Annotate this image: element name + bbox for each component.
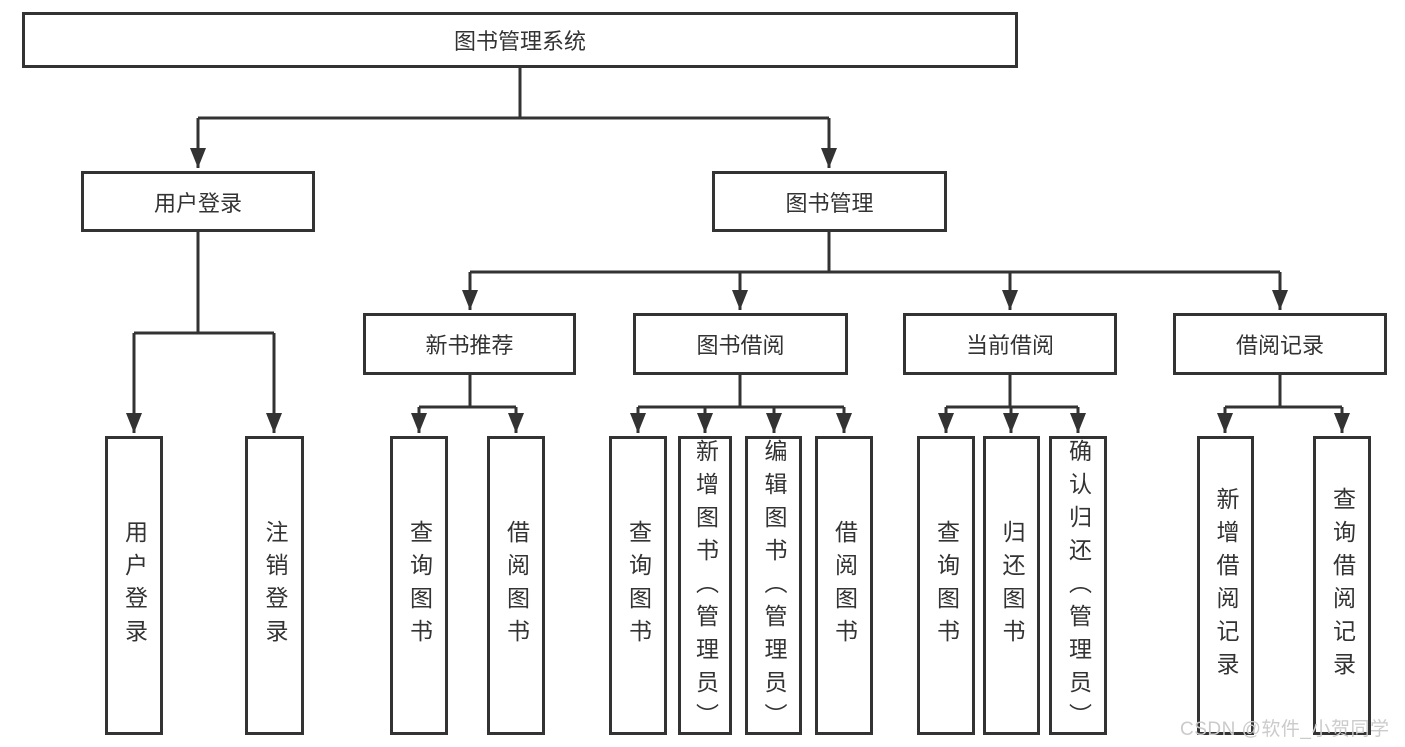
- connector-user-login-to-leaves: [134, 232, 274, 335]
- leaf-logout-label: 注销登录: [262, 519, 288, 652]
- leaf-nb-borrow-books: 借阅图书: [487, 436, 545, 735]
- node-root-label: 图书管理系统: [453, 29, 586, 54]
- node-current-borrow-label: 当前借阅: [965, 333, 1054, 358]
- leaf-cb-return-books-label: 归还图书: [999, 519, 1025, 652]
- leaf-cb-confirm-return-admin-label: 确认归还（管理员）: [1065, 439, 1092, 736]
- connector-book-borrow-to-leaves: [638, 375, 844, 409]
- leaf-cb-query-books: 查询图书: [917, 436, 975, 735]
- leaf-bb-query-books-label: 查询图书: [625, 519, 652, 652]
- leaf-cb-confirm-return-admin: 确认归还（管理员）: [1049, 436, 1107, 736]
- leaf-bb-borrow-books: 借阅图书: [815, 436, 873, 735]
- node-user-login-label: 用户登录: [153, 190, 242, 216]
- csdn-watermark: CSDN @软件_小贺同学: [1180, 719, 1390, 740]
- leaf-nb-query-books-label: 查询图书: [406, 519, 433, 652]
- leaf-br-query-record: 查询借阅记录: [1313, 436, 1371, 735]
- node-book-borrow-label: 图书借阅: [696, 333, 785, 358]
- leaf-cb-query-books-label: 查询图书: [933, 519, 960, 652]
- leaf-br-add-record-label: 新增借阅记录: [1213, 486, 1239, 685]
- node-book-borrow: 图书借阅: [633, 313, 848, 375]
- leaf-br-query-record-label: 查询借阅记录: [1329, 486, 1356, 685]
- node-book-management: 图书管理: [712, 171, 947, 232]
- node-root-system: 图书管理系统: [22, 12, 1018, 68]
- leaf-bb-borrow-books-label: 借阅图书: [831, 519, 858, 652]
- node-borrow-records-label: 借阅记录: [1235, 333, 1324, 358]
- leaf-cb-return-books: 归还图书: [983, 436, 1040, 735]
- leaf-bb-edit-books-admin-label: 编辑图书（管理员）: [761, 439, 787, 736]
- leaf-br-add-record: 新增借阅记录: [1197, 436, 1254, 735]
- leaf-user-login: 用户登录: [105, 436, 163, 735]
- leaf-bb-edit-books-admin: 编辑图书（管理员）: [745, 436, 802, 736]
- connector-current-borrow-to-leaves: [946, 375, 1078, 409]
- leaf-nb-query-books: 查询图书: [390, 436, 448, 735]
- node-new-book-recommend-label: 新书推荐: [425, 333, 514, 358]
- connector-book-management-to-level3: [470, 232, 1280, 274]
- node-book-management-label: 图书管理: [785, 190, 874, 216]
- node-borrow-records: 借阅记录: [1173, 313, 1387, 375]
- leaf-bb-add-books-admin: 新增图书（管理员）: [678, 436, 732, 736]
- connector-root-to-level2: [198, 68, 829, 120]
- leaf-logout: 注销登录: [245, 436, 304, 735]
- leaf-user-login-label: 用户登录: [121, 519, 148, 652]
- leaf-bb-add-books-admin-label: 新增图书（管理员）: [692, 439, 719, 736]
- leaf-nb-borrow-books-label: 借阅图书: [503, 519, 530, 652]
- node-current-borrow: 当前借阅: [903, 313, 1117, 375]
- node-user-login-module: 用户登录: [81, 171, 315, 232]
- leaf-bb-query-books: 查询图书: [609, 436, 667, 735]
- node-new-book-recommend: 新书推荐: [363, 313, 576, 375]
- connector-new-book-to-leaves: [419, 375, 516, 409]
- connector-borrow-records-to-leaves: [1225, 375, 1342, 409]
